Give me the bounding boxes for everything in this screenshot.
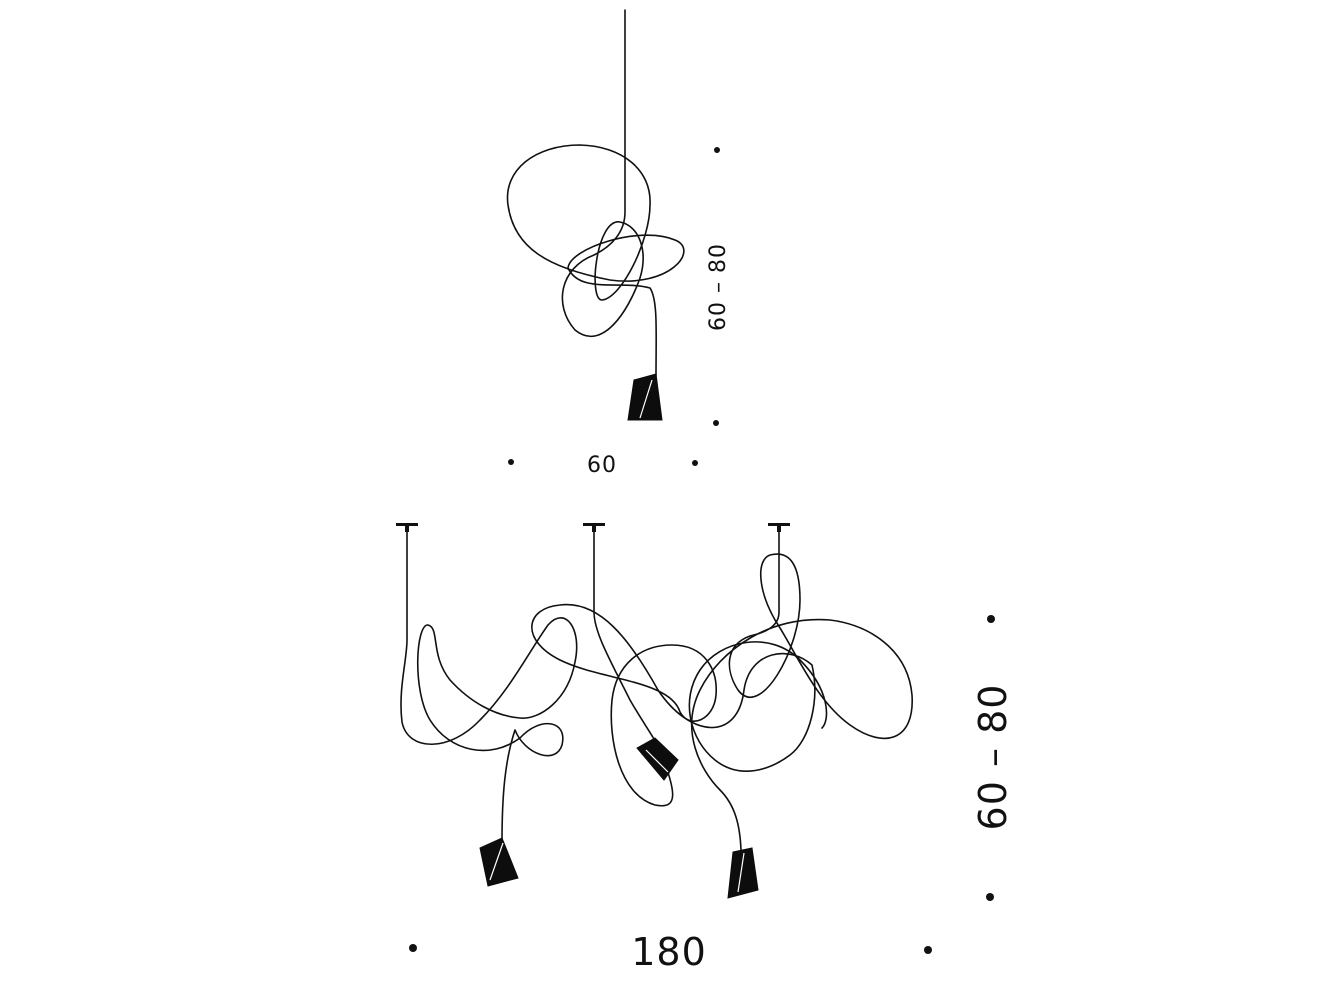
triple-pendant-shade-center — [636, 737, 679, 781]
triple-pendant-cable-right — [690, 531, 913, 851]
triple-pendant-dimensions: 60 – 80 180 — [409, 615, 1015, 974]
single-height-top-dot — [714, 147, 720, 153]
single-height-label: 60 – 80 — [706, 243, 731, 331]
single-width-right-dot — [692, 460, 698, 466]
triple-pendant-cable-center — [531, 531, 828, 807]
triple-pendant-shade-left — [479, 837, 519, 887]
single-pendant-lamp — [506, 9, 685, 421]
single-width-left-dot — [508, 459, 514, 465]
ceiling-canopy-right — [768, 523, 790, 532]
triple-pendant-cable-left — [400, 531, 578, 843]
triple-pendant-lamp — [396, 523, 913, 899]
triple-width-left-dot — [409, 944, 417, 952]
triple-height-bottom-dot — [986, 893, 994, 901]
ceiling-canopy-center — [583, 523, 605, 532]
single-pendant-shade — [627, 373, 663, 421]
single-pendant-cable — [506, 9, 685, 377]
triple-pendant-shade-left-slit — [489, 842, 504, 881]
single-pendant-dimensions: 60 – 80 60 — [508, 147, 731, 478]
triple-height-top-dot — [987, 615, 995, 623]
triple-width-label: 180 — [631, 930, 707, 974]
triple-pendant-shade-right-slit — [737, 852, 745, 893]
single-pendant-shade-slit — [639, 379, 653, 419]
single-width-label: 60 — [587, 453, 617, 478]
triple-pendant-shade-center-slit — [645, 749, 669, 773]
triple-width-right-dot — [924, 946, 932, 954]
ceiling-canopy-left — [396, 523, 418, 532]
triple-height-label: 60 – 80 — [971, 684, 1015, 831]
single-height-bottom-dot — [713, 420, 719, 426]
triple-pendant-shade-right — [727, 847, 759, 899]
